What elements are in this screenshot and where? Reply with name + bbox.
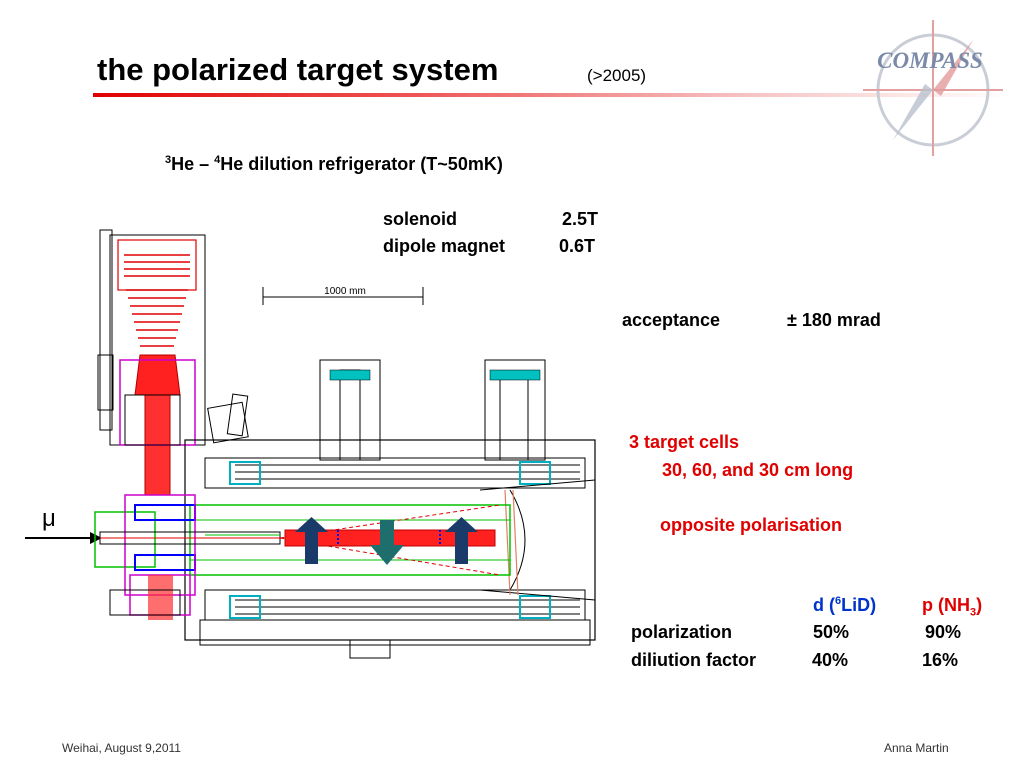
he4-isotope: 4 [214,154,221,166]
magnet-solenoid-label: solenoid [383,209,458,229]
magnet-dipole-value: 0.6T [559,236,596,256]
acceptance-label: acceptance [622,310,721,330]
acceptance-value: ± 180 mrad [787,310,881,330]
page-title: the polarized target system [97,52,499,87]
material-d-header: d (6LiD) [813,595,876,616]
refrigerator-label: 3He – 4He dilution refrigerator (T~50mK) [165,154,503,175]
property-polarization-d: 50% [813,622,850,642]
material-d-pre: d ( [813,595,835,615]
beam-symbol: μ [42,505,56,532]
target-cells-length: 30, 60, and 30 cm long [662,460,854,480]
material-d-isotope: 6 [835,595,842,607]
footer-location-date: Weihai, August 9,2011 [62,741,181,755]
material-p-pre: p (NH [922,595,970,615]
footer-author: Anna Martin [884,741,949,755]
property-dilution-p: 16% [922,650,959,670]
scale-label: 1000 mm [324,286,366,297]
compass-logo: COMPASS [863,20,1003,156]
property-dilution-d: 40% [812,650,849,670]
polarization-up-arrow-1 [295,517,328,564]
magnet-solenoid-value: 2.5T [562,209,599,229]
magnet-dipole-label: dipole magnet [383,236,506,256]
refrigerator-part2: He dilution refrigerator (T~50mK) [220,154,503,174]
logo-text: COMPASS [877,48,983,73]
material-p-subscript: 3 [970,606,977,619]
page-subtitle: (>2005) [587,66,647,85]
refrigerator-part1: He – [171,154,215,174]
target-cells-count: 3 target cells [629,432,740,452]
polarization-up-arrow-2 [445,517,478,564]
material-d-post: LiD) [841,595,877,615]
polarization-down-arrow [370,520,404,565]
material-p-post: ) [976,595,983,615]
title-rule [93,93,1013,97]
property-polarization-p: 90% [925,622,962,642]
target-cells-polarisation: opposite polarisation [660,515,843,535]
material-p-header: p (NH3) [922,595,982,619]
property-label-polarization: polarization [631,622,733,642]
property-label-dilution: diliution factor [631,650,756,670]
he3-isotope: 3 [165,154,172,166]
